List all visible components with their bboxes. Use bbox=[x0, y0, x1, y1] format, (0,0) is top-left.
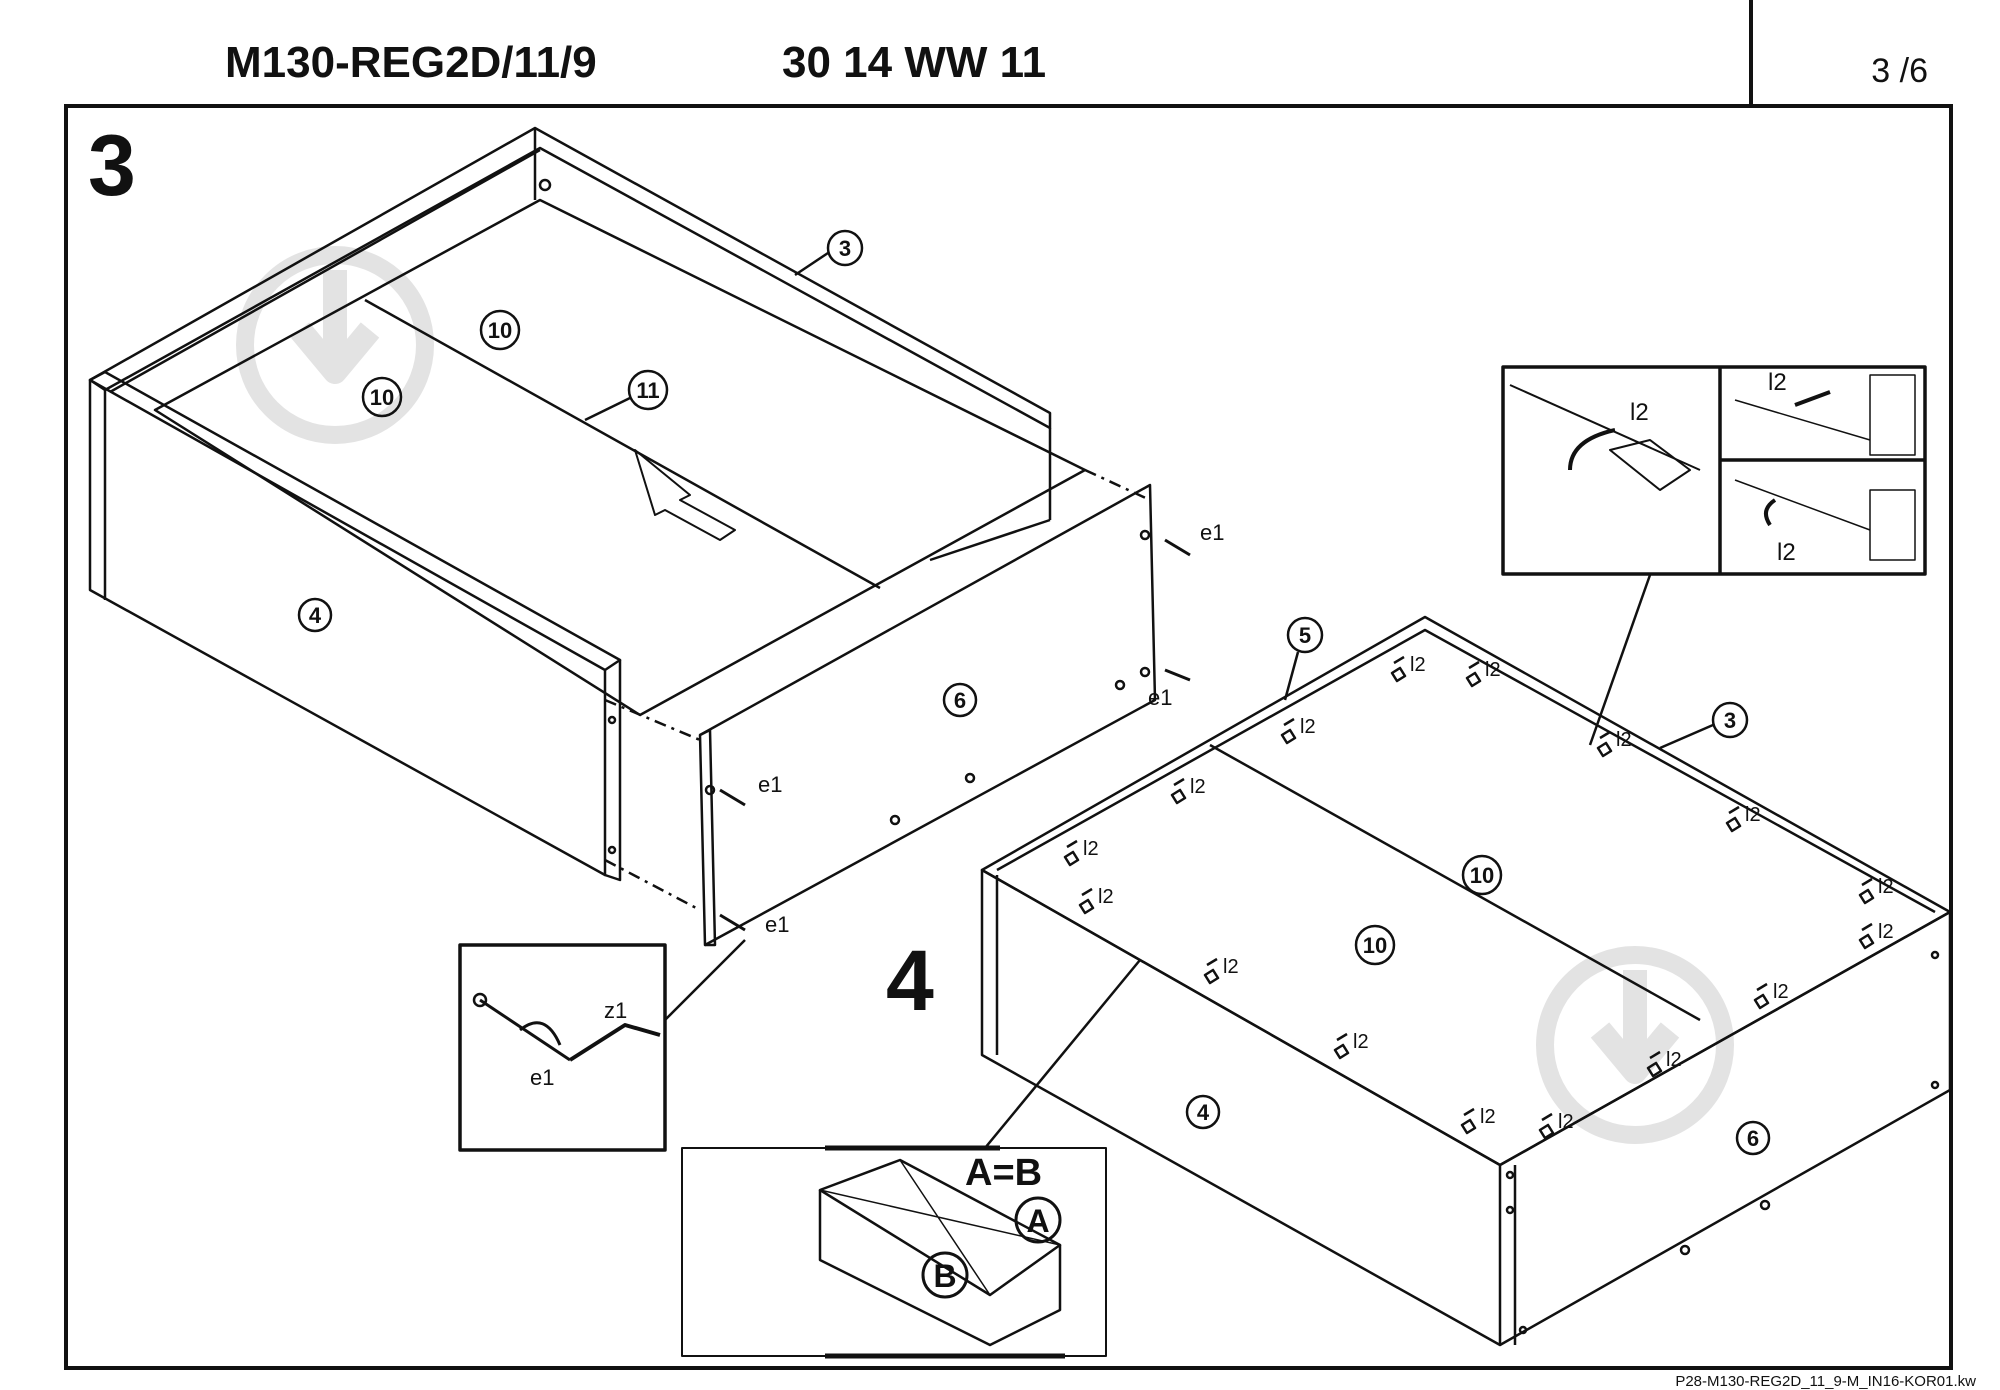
connector-l2-icon bbox=[1538, 1112, 1555, 1140]
connector-l2-icon bbox=[1858, 922, 1875, 950]
svg-text:10: 10 bbox=[488, 318, 512, 343]
fitting-label: l2 bbox=[1353, 1031, 1369, 1053]
point-a-label: A bbox=[1026, 1203, 1049, 1239]
model-code: M130-REG2D/11/9 bbox=[225, 38, 597, 87]
fitting-label: l2 bbox=[1878, 921, 1894, 943]
svg-text:4: 4 bbox=[309, 603, 322, 628]
connector-l2-icon bbox=[1063, 839, 1080, 867]
dowel-e1 bbox=[719, 538, 1191, 932]
tool-label: z1 bbox=[604, 998, 627, 1023]
header-divider bbox=[1749, 0, 1753, 104]
connector-l2-icon bbox=[1170, 777, 1187, 805]
product-code: 30 14 WW 11 bbox=[782, 38, 1047, 87]
fitting-label: e1 bbox=[530, 1065, 554, 1090]
svg-text:3: 3 bbox=[1724, 708, 1736, 733]
fitting-label: l2 bbox=[1878, 876, 1894, 898]
svg-text:6: 6 bbox=[1747, 1126, 1759, 1151]
fitting-label: l2 bbox=[1300, 716, 1316, 738]
svg-text:5: 5 bbox=[1299, 623, 1311, 648]
watermark-icon bbox=[236, 246, 434, 444]
detail-dowel-insertion bbox=[458, 939, 746, 1152]
connector-l2-icon bbox=[1753, 982, 1770, 1010]
fitting-label: e1 bbox=[758, 772, 782, 797]
part-callout-10: 10 bbox=[1461, 854, 1503, 896]
fitting-l2-group: l2 l2 l2 l2 l2 l2 l2 l2 l2 l2 l2 l2 l2 l2 l2 l2 bbox=[1063, 654, 1894, 1140]
page-number: 3 /6 bbox=[1871, 52, 1928, 90]
fitting-label: l2 bbox=[1190, 776, 1206, 798]
step-4-number: 4 bbox=[886, 933, 934, 1029]
fitting-label: l2 bbox=[1616, 729, 1632, 751]
fitting-label: l2 bbox=[1083, 838, 1099, 860]
svg-text:11: 11 bbox=[636, 378, 659, 403]
fitting-label: l2 bbox=[1773, 981, 1789, 1003]
svg-text:10: 10 bbox=[370, 385, 394, 410]
watermark-icon bbox=[1536, 946, 1734, 1144]
part-callout-4: 4 bbox=[297, 597, 333, 633]
diagonal-equation: A=B bbox=[965, 1152, 1042, 1194]
svg-text:4: 4 bbox=[1197, 1100, 1210, 1125]
svg-text:3: 3 bbox=[839, 236, 851, 261]
connector-l2-icon bbox=[1390, 655, 1407, 683]
fitting-label: l2 bbox=[1630, 399, 1649, 426]
svg-text:10: 10 bbox=[1363, 933, 1387, 958]
connector-l2-icon bbox=[1203, 957, 1220, 985]
fitting-label: l2 bbox=[1745, 804, 1761, 826]
connector-l2-icon bbox=[1465, 660, 1482, 688]
part-callout-4: 4 bbox=[1185, 1094, 1221, 1130]
part-callout-6: 6 bbox=[942, 682, 978, 718]
connector-l2-icon bbox=[1725, 805, 1742, 833]
connector-l2-icon bbox=[1078, 887, 1095, 915]
part-callout-11: 11 bbox=[584, 369, 669, 422]
part-callout-5: 5 bbox=[1283, 616, 1324, 701]
connector-l2-icon bbox=[1460, 1107, 1477, 1135]
connector-l2-icon bbox=[1646, 1050, 1663, 1078]
fitting-label: l2 bbox=[1558, 1111, 1574, 1133]
connector-l2-icon bbox=[1333, 1032, 1350, 1060]
fitting-label: l2 bbox=[1666, 1049, 1682, 1071]
file-footer: P28-M130-REG2D_11_9-M_IN16-KOR01.kw bbox=[1675, 1373, 1976, 1390]
connector-l2-icon bbox=[1858, 877, 1875, 905]
fitting-label: e1 bbox=[1148, 685, 1172, 710]
fitting-label: e1 bbox=[765, 912, 789, 937]
step-3-cabinet bbox=[88, 126, 1157, 947]
detail-diagonal-check bbox=[681, 959, 1141, 1359]
detail-connector-fitting bbox=[1501, 365, 1927, 746]
step-3-number: 3 bbox=[88, 118, 136, 214]
fitting-label: e1 bbox=[1200, 520, 1224, 545]
fitting-label: l2 bbox=[1480, 1106, 1496, 1128]
fitting-label: l2 bbox=[1223, 956, 1239, 978]
connector-l2-icon bbox=[1280, 717, 1297, 745]
fitting-label: l2 bbox=[1768, 369, 1787, 396]
fitting-label: l2 bbox=[1777, 539, 1796, 566]
fitting-label: l2 bbox=[1485, 659, 1501, 681]
instruction-frame bbox=[64, 104, 1953, 1370]
fitting-label: l2 bbox=[1098, 886, 1114, 908]
part-callout-3: 3 bbox=[794, 229, 864, 277]
part-callout-10: 10 bbox=[1354, 924, 1396, 966]
svg-text:10: 10 bbox=[1470, 863, 1494, 888]
part-callout-10: 10 bbox=[361, 376, 403, 418]
connector-l2-icon bbox=[1596, 730, 1613, 758]
part-callout-10: 10 bbox=[479, 309, 521, 351]
part-callout-6: 6 bbox=[1735, 1120, 1771, 1156]
part-callout-3: 3 bbox=[1659, 701, 1749, 750]
svg-text:6: 6 bbox=[954, 688, 966, 713]
fitting-label: l2 bbox=[1410, 654, 1426, 676]
step-4-cabinet bbox=[980, 615, 1952, 1347]
point-b-label: B bbox=[933, 1258, 956, 1294]
